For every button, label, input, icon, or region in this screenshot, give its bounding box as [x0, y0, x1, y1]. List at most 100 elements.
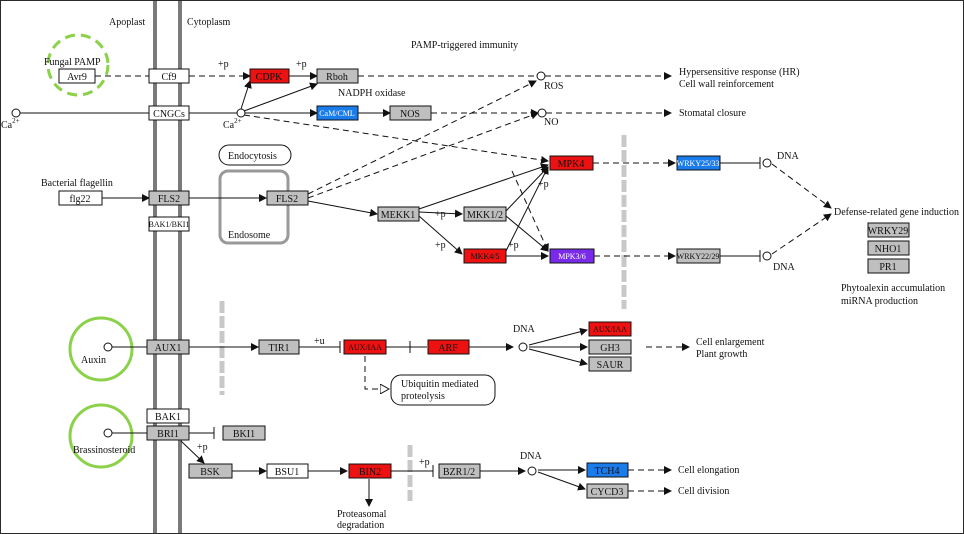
endocytosis-label: Endocytosis [228, 151, 277, 162]
node-gh3[interactable]: GH3 [588, 339, 632, 355]
node-wrky29[interactable]: WRKY29 [867, 222, 910, 238]
svg-text:BAK1/BKI1: BAK1/BKI1 [149, 220, 190, 229]
svg-text:TCH4: TCH4 [595, 466, 620, 477]
svg-text:BIN2: BIN2 [359, 467, 381, 478]
node-fls2-membrane[interactable]: FLS2 [148, 190, 190, 206]
svg-text:FLS2: FLS2 [276, 194, 298, 205]
svg-text:Cf9: Cf9 [162, 72, 177, 83]
node-saur[interactable]: SAUR [588, 356, 632, 372]
svg-text:ARF: ARF [438, 343, 458, 354]
edges [20, 72, 832, 507]
ca-ion-mid [236, 108, 246, 118]
brassinosteroid-label: Brassinosteroid [73, 445, 135, 456]
svg-text:BKI1: BKI1 [233, 429, 255, 440]
bacterial-flagellin-label: Bacterial flagellin [41, 178, 113, 189]
node-mkk12[interactable]: MKK1/2 [463, 206, 507, 222]
endosome-label: Endosome [228, 230, 271, 241]
svg-text:MPK4: MPK4 [558, 159, 585, 170]
p-label-4: +p [435, 240, 446, 251]
node-mekk1[interactable]: MEKK1 [377, 206, 420, 222]
dna-label-1: DNA [777, 151, 799, 162]
cell-elongation-label: Cell elongation [678, 465, 739, 476]
phytoalexin-label: Phytoalexin accumulation [841, 283, 945, 294]
node-cngcs[interactable]: CNGCs [148, 105, 190, 121]
mirna-label: miRNA production [841, 296, 918, 307]
node-bin2[interactable]: BIN2 [348, 463, 392, 479]
brassinosteroid-compound [103, 428, 113, 438]
node-wrky2229[interactable]: WRKY22/29 [676, 248, 721, 264]
highlight-ring-fungal [46, 33, 110, 97]
no-compound [537, 108, 547, 118]
node-camcml[interactable]: CaM/CML [316, 105, 359, 121]
proteasomal-label-2: degradation [337, 520, 384, 531]
highlight-ring-auxin [68, 316, 134, 382]
cell-division-label: Cell division [678, 486, 729, 497]
node-cycd3[interactable]: CYCD3 [586, 483, 629, 499]
svg-text:GH3: GH3 [600, 343, 619, 354]
node-nos[interactable]: NOS [389, 105, 432, 121]
svg-text:MPK3/6: MPK3/6 [558, 252, 586, 261]
node-mpk4[interactable]: MPK4 [549, 155, 594, 171]
p-label-6: +p [508, 240, 519, 251]
svg-text:CYCD3: CYCD3 [591, 487, 624, 498]
p-label-1: +p [218, 59, 229, 70]
node-rboh[interactable]: Rboh [316, 68, 359, 84]
pamp-immunity-label: PAMP-triggered immunity [411, 40, 518, 51]
dna-node-3 [518, 342, 528, 352]
node-fls2-endosome[interactable]: FLS2 [266, 190, 309, 206]
svg-text:AUX1: AUX1 [155, 343, 182, 354]
ubiquitin-label-1: Ubiquitin mediated [401, 379, 479, 390]
nodes: Avr9 Cf9 CDPK Rboh CNGCs CaM/CML NOS MPK… [58, 68, 910, 499]
dna-node-4 [527, 466, 537, 476]
node-bzr12[interactable]: BZR1/2 [438, 463, 481, 479]
cell-wall-label: Cell wall reinforcement [679, 79, 774, 90]
node-mkk45[interactable]: MKK4/5 [463, 248, 507, 264]
svg-text:CDPK: CDPK [256, 72, 283, 83]
cytoplasm-label: Cytoplasm [187, 17, 231, 28]
nadph-oxidase-label: NADPH oxidase [338, 88, 406, 99]
node-wrky2533[interactable]: WRKY25/33 [676, 155, 721, 171]
node-tir1[interactable]: TIR1 [258, 339, 300, 355]
node-cf9[interactable]: Cf9 [148, 68, 190, 84]
svg-text:Rboh: Rboh [326, 72, 348, 83]
p-label-3: +p [435, 209, 446, 220]
node-arf[interactable]: ARF [427, 339, 470, 355]
node-mpk36[interactable]: MPK3/6 [549, 248, 595, 264]
svg-text:BAK1: BAK1 [155, 412, 181, 423]
dna-label-4: DNA [520, 451, 542, 462]
node-cdpk[interactable]: CDPK [249, 68, 290, 84]
node-auxiaa-mid[interactable]: AUX/IAA [343, 339, 387, 355]
ros-label: ROS [544, 81, 563, 92]
svg-text:NOS: NOS [400, 109, 420, 120]
svg-text:NHO1: NHO1 [875, 244, 902, 255]
cell-enlargement-label: Cell enlargement [696, 337, 765, 348]
no-label: NO [544, 117, 558, 128]
node-bsu1[interactable]: BSU1 [266, 463, 309, 479]
node-pr1[interactable]: PR1 [867, 258, 910, 274]
svg-text:MKK1/2: MKK1/2 [467, 210, 503, 221]
svg-text:AUX/IAA: AUX/IAA [593, 325, 627, 334]
node-bak1[interactable]: BAK1 [146, 408, 190, 424]
p-label-2: +p [296, 59, 307, 70]
p-label-8: +p [419, 457, 430, 468]
svg-text:WRKY25/33: WRKY25/33 [677, 159, 720, 168]
node-tch4[interactable]: TCH4 [586, 462, 629, 478]
node-bri1[interactable]: BRI1 [146, 425, 190, 441]
node-aux1[interactable]: AUX1 [146, 339, 190, 355]
svg-text:TIR1: TIR1 [268, 343, 289, 354]
node-avr9[interactable]: Avr9 [58, 68, 96, 84]
node-auxiaa-out[interactable]: AUX/IAA [588, 321, 632, 337]
node-bak1-bki1[interactable]: BAK1/BKI1 [148, 216, 190, 232]
node-bsk[interactable]: BSK [188, 463, 233, 479]
svg-text:MKK4/5: MKK4/5 [471, 252, 500, 261]
node-flg22[interactable]: flg22 [58, 190, 103, 206]
plant-growth-label: Plant growth [696, 349, 747, 360]
apoplast-label: Apoplast [109, 17, 145, 28]
svg-text:WRKY22/29: WRKY22/29 [677, 252, 720, 261]
node-nho1[interactable]: NHO1 [867, 240, 910, 256]
node-bki1[interactable]: BKI1 [222, 425, 266, 441]
svg-text:AUX/IAA: AUX/IAA [348, 343, 382, 352]
svg-text:WRKY29: WRKY29 [868, 226, 909, 237]
